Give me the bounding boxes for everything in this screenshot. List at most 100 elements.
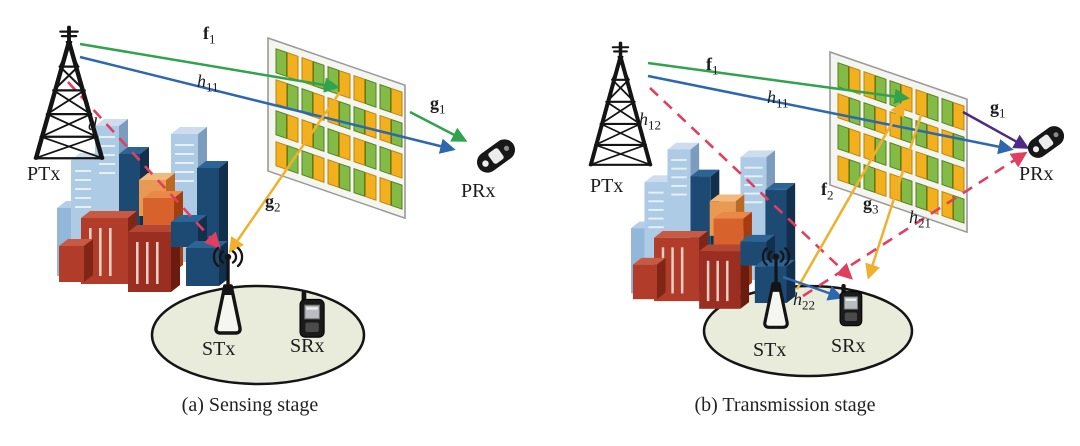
ris-element [863,71,875,100]
channel-label-d-a: d [88,114,97,134]
ris-element [353,105,365,135]
ris-element [889,79,901,109]
ris-element [391,180,403,210]
ris-element [379,176,391,206]
ris-element [339,131,351,161]
ris-element [379,83,391,113]
ris-element [941,159,953,189]
prx-phone-icon-a [477,139,515,173]
ris-element [287,52,299,82]
ris-element [287,83,299,113]
ptx-tower-icon-b [588,41,653,167]
ris-element [339,100,351,130]
ris-element [391,87,403,117]
ris-panel-b [829,50,968,234]
ris-element [941,190,953,220]
channel-label-g1-a: g1 [430,93,446,117]
ris-element [863,133,875,162]
arrow-g1-a [409,110,468,142]
arrow-h22-b [782,275,844,301]
channel-label-h21-b: h21 [909,207,931,231]
ris-element [313,60,325,90]
arrow-f1-b [647,61,910,105]
ris-element [391,118,403,148]
label-prx-a: PRx [461,180,496,202]
ris-element [339,162,351,192]
ris-element [301,88,313,117]
channel-label-f1-a: f1 [203,23,216,47]
ris-element [849,66,861,96]
channel-label-g3-b: g3 [863,193,879,217]
srx-phone-icon-b [839,284,863,327]
label-stx-a: STx [202,338,236,360]
ris-element [875,74,887,104]
ptx-tower-icon-a [33,25,105,160]
city-buildings-a [57,119,228,292]
ris-element [863,164,875,193]
ris-element [365,78,377,108]
label-srx-a: SRx [290,335,325,357]
ris-element [837,155,849,185]
arrow-h11-a [79,55,456,154]
ris-element [353,74,365,104]
arrow-h11-b [647,74,1014,155]
arrow-g2-a [228,91,342,254]
ris-element [927,123,939,153]
ris-element [301,119,313,148]
prx-phone-icon-b [1027,126,1065,158]
ris-element [849,128,861,158]
arrow-h12-b [649,87,853,280]
ris-element [849,97,861,127]
ris-element [365,109,377,139]
ris-element [339,69,351,99]
ris-element [875,167,887,197]
ris-element [275,79,287,109]
label-prx-b: PRx [1019,163,1054,185]
channel-label-h22-b: h22 [793,289,815,313]
ris-element [953,194,965,224]
arrow-f1-a [79,42,340,93]
ris-element [953,163,965,193]
caption-a: (a) Sensing stage [181,394,319,416]
ris-element [941,97,953,127]
ris-element [379,145,391,175]
srx-phone-icon-a [299,291,325,338]
caption-b: (b) Transmission stage [694,394,876,416]
ris-element [379,114,391,144]
secondary-ellipse-a [150,284,366,386]
label-ptx-a: PTx [27,163,61,185]
ris-element [275,110,287,140]
ris-element [849,159,861,189]
ris-element [365,140,377,170]
ris-element [301,57,313,86]
channel-label-h11-b: h11 [767,87,789,111]
channel-label-f2-b: f2 [821,179,834,203]
ris-element [313,153,325,183]
ris-element [275,141,287,171]
channel-label-g2-a: g2 [265,191,281,215]
ris-element [915,181,927,211]
ris-element [353,136,365,166]
stx-antenna-icon-b [761,247,791,329]
channel-label-g1-b: g1 [990,97,1006,121]
ris-element [837,62,849,92]
ris-element [391,149,403,179]
ris-element [927,92,939,122]
city-buildings-b [631,142,796,309]
ris-element [953,101,965,131]
ris-element [327,127,339,157]
stx-antenna-icon-a [212,246,244,335]
ris-panel-a [267,36,406,220]
arrow-h21-b [802,151,1028,298]
ris-element [301,150,313,179]
ris-element [875,105,887,135]
arrow-f2-b [795,100,905,290]
ris-element [889,172,901,202]
ris-element [927,154,939,184]
ris-element [353,167,365,197]
ris-element [327,158,339,188]
ris-element [901,176,913,206]
label-srx-b: SRx [831,335,866,357]
